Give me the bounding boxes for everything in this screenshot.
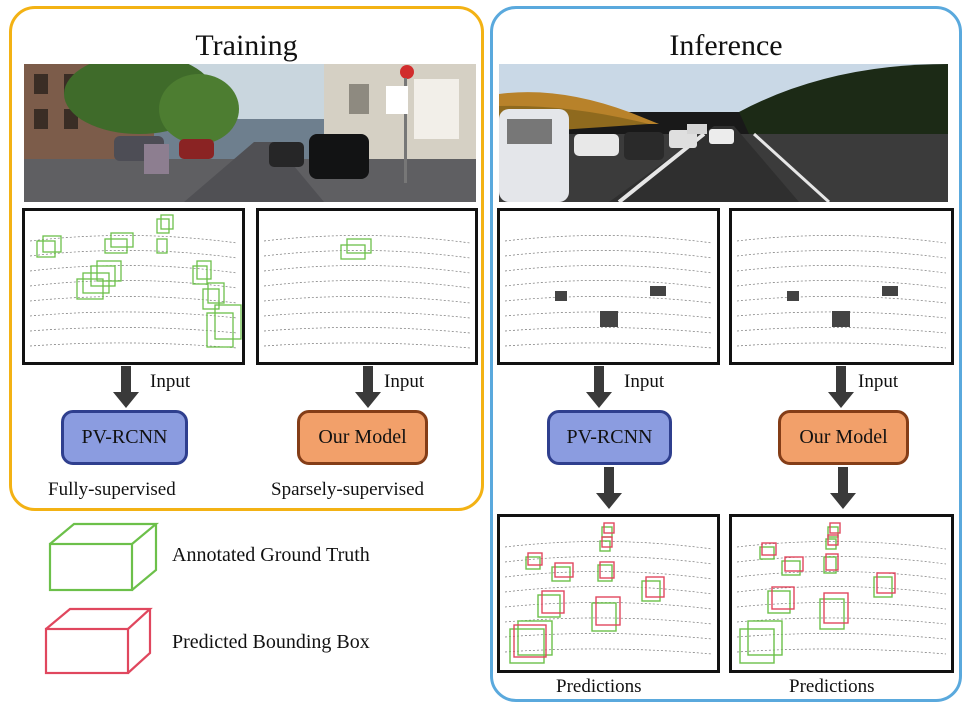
training-pv-rcnn-box: PV-RCNN <box>61 410 188 465</box>
inference-title: Inference <box>669 29 783 62</box>
inference-left-input-label: Input <box>624 371 665 392</box>
ground-truth-legend-label: Annotated Ground Truth <box>172 544 370 566</box>
inference-right-output-arrow <box>830 467 856 511</box>
inference-right-input-pointcloud <box>729 208 954 365</box>
inference-left-predictions-label: Predictions <box>556 676 642 697</box>
inference-right-predictions-label: Predictions <box>789 676 875 697</box>
inference-right-input-arrow <box>828 366 854 408</box>
training-right-input-label: Input <box>384 371 425 392</box>
inference-left-input-arrow <box>586 366 612 408</box>
training-sparsely-supervised-caption: Sparsely-supervised <box>271 479 425 500</box>
training-our-model-box: Our Model <box>297 410 428 465</box>
training-fully-supervised-caption: Fully-supervised <box>48 479 176 500</box>
training-left-input-label: Input <box>150 371 191 392</box>
predicted-box-cube-icon <box>44 607 153 675</box>
inference-left-predictions-pointcloud <box>497 514 720 673</box>
training-fully-supervised-pointcloud <box>22 208 245 365</box>
training-title: Training <box>195 29 298 62</box>
inference-our-model-box: Our Model <box>778 410 909 465</box>
training-sparsely-supervised-pointcloud <box>256 208 478 365</box>
inference-pv-rcnn-box: PV-RCNN <box>547 410 672 465</box>
inference-highway-photo <box>499 64 948 202</box>
training-left-arrow <box>113 366 139 408</box>
ground-truth-cube-icon <box>48 522 160 592</box>
inference-right-predictions-pointcloud <box>729 514 954 673</box>
predicted-box-legend-label: Predicted Bounding Box <box>172 631 370 653</box>
training-street-photo <box>24 64 476 202</box>
training-right-arrow <box>355 366 381 408</box>
inference-right-input-label: Input <box>858 371 899 392</box>
inference-left-output-arrow <box>596 467 622 511</box>
inference-left-input-pointcloud <box>497 208 720 365</box>
